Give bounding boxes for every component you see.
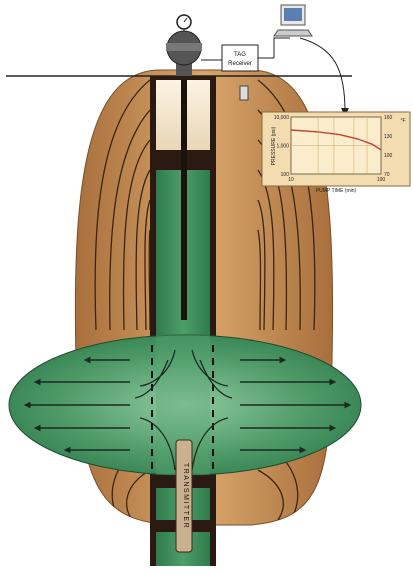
wellhead xyxy=(166,15,222,76)
pressure-chart-inset: PRESSURE (psi) °F PUMP TIME (min) 10,000… xyxy=(262,112,410,194)
receiver-line2: Receiver xyxy=(228,61,252,67)
left-tick-label: 1,000 xyxy=(276,144,289,150)
right-tick-label: 130 xyxy=(384,134,393,140)
receiver-line1: TAG xyxy=(234,52,246,58)
right-axis-label: °F xyxy=(400,118,405,124)
data-link-line xyxy=(300,38,345,112)
x-tick-label: 10 xyxy=(288,177,294,183)
transmitter: TRANSMITTER xyxy=(176,440,192,552)
right-tick-label: 160 xyxy=(384,115,393,121)
x-axis-label: PUMP TIME (min) xyxy=(316,188,357,194)
right-tick-label: 100 xyxy=(384,153,393,159)
x-tick-label: 100 xyxy=(377,177,386,183)
left-tick-label: 10,000 xyxy=(274,115,290,121)
transmitter-label: TRANSMITTER xyxy=(182,463,189,529)
computer-icon xyxy=(274,5,312,36)
